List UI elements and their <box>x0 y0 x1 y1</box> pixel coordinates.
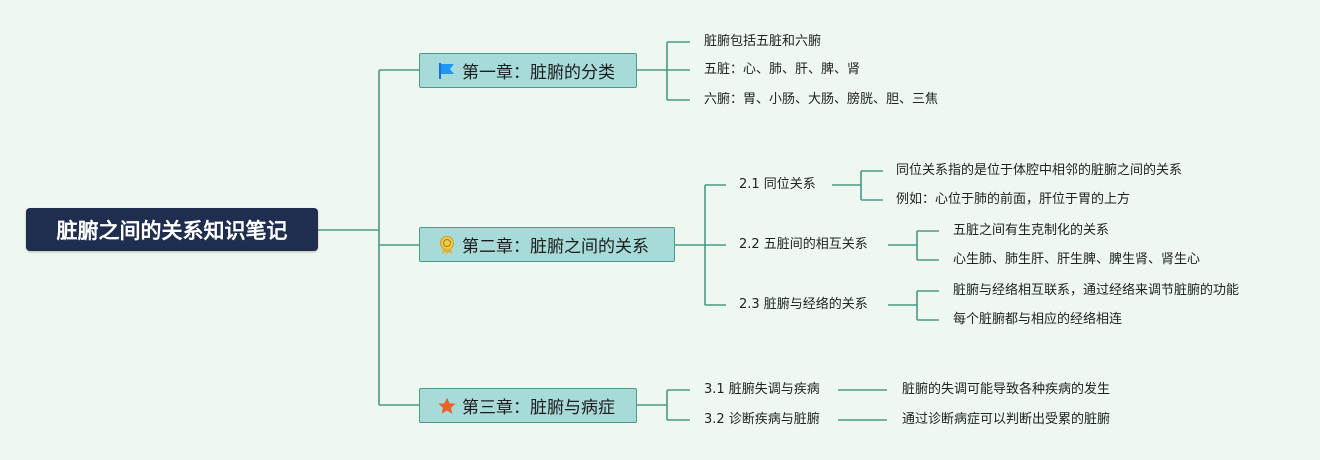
section-2-2-item-1[interactable]: 五脏之间有生克制化的关系 <box>953 223 1110 238</box>
connector-ch1 <box>637 41 690 101</box>
chapter-3-title: 第三章：脏腑与病症 <box>462 398 615 418</box>
root-topic[interactable]: 脏腑之间的关系知识笔记 <box>26 208 318 251</box>
section-2-3-item-2[interactable]: 每个脏腑都与相应的经络相连 <box>953 312 1123 327</box>
section-2-1-label[interactable]: 2.1 同位关系 <box>739 177 816 192</box>
ch1-item-2[interactable]: 五脏：心、肺、肝、脾、肾 <box>704 62 861 77</box>
root-title: 脏腑之间的关系知识笔记 <box>56 218 288 243</box>
ch1-item-3[interactable]: 六腑：胃、小肠、大肠、膀胱、胆、三焦 <box>704 92 939 107</box>
section-2-1-item-1[interactable]: 同位关系指的是位于体腔中相邻的脏腑之间的关系 <box>896 163 1183 178</box>
section-2-2-label[interactable]: 2.2 五脏间的相互关系 <box>739 237 868 252</box>
award-medal-icon <box>437 235 457 255</box>
blue-flag-icon <box>437 61 457 81</box>
ch1-item-1[interactable]: 脏腑包括五脏和六腑 <box>704 34 822 49</box>
orange-star-icon <box>437 396 457 416</box>
section-3-2-label[interactable]: 3.2 诊断疾病与脏腑 <box>704 412 820 427</box>
section-3-1-label[interactable]: 3.1 脏腑失调与疾病 <box>704 382 820 397</box>
chapter-1-topic[interactable]: 第一章：脏腑的分类 <box>419 53 637 88</box>
chapter-2-topic[interactable]: 第二章：脏腑之间的关系 <box>419 227 675 262</box>
chapter-3-topic[interactable]: 第三章：脏腑与病症 <box>419 388 637 423</box>
section-3-1-item-1[interactable]: 脏腑的失调可能导致各种疾病的发生 <box>902 382 1111 397</box>
connector-s22 <box>888 230 939 261</box>
connector-root-trunk <box>318 69 419 406</box>
section-2-3-label[interactable]: 2.3 脏腑与经络的关系 <box>739 297 868 312</box>
connector-s23 <box>888 290 939 321</box>
chapter-2-title: 第二章：脏腑之间的关系 <box>462 237 649 257</box>
chapter-1-title: 第一章：脏腑的分类 <box>462 63 615 83</box>
section-2-2-item-2[interactable]: 心生肺、肺生肝、肝生脾、脾生肾、肾生心 <box>953 252 1201 267</box>
section-2-3-item-1[interactable]: 脏腑与经络相互联系，通过经络来调节脏腑的功能 <box>953 283 1240 298</box>
section-2-1-item-2[interactable]: 例如：心位于肺的前面，肝位于胃的上方 <box>896 192 1131 207</box>
connector-ch2 <box>675 184 726 306</box>
connector-ch3 <box>637 389 690 421</box>
connector-s21 <box>832 170 883 201</box>
section-3-2-item-1[interactable]: 通过诊断病症可以判断出受累的脏腑 <box>902 412 1111 427</box>
